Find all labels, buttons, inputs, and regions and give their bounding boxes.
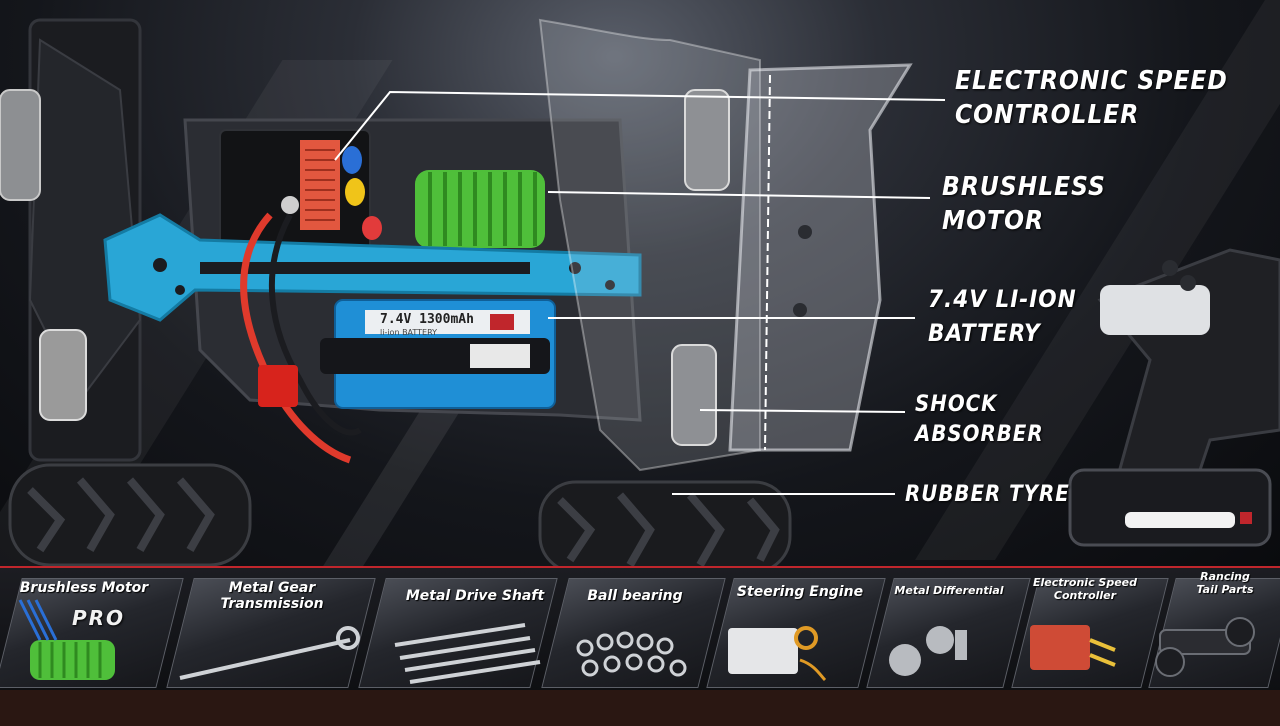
feature-label-tail-parts: Rancing Tail Parts [1196, 570, 1254, 596]
feature-label-steering-engine: Steering Engine [736, 584, 864, 600]
rubber-tyre [538, 480, 792, 568]
aluminum-frame [103, 213, 642, 322]
callout-lines [334, 90, 946, 495]
feature-label-brushless-motor: Brushless Motor [19, 580, 149, 596]
battery-type-text: li-ion BATTERY [380, 328, 438, 337]
callout-shock-line2: ABSORBER [915, 422, 1044, 447]
callout-tyre-line1: RUBBER TYRE [905, 482, 1070, 507]
rear-shock-upper [684, 89, 730, 191]
rear-wing [728, 63, 913, 452]
product-photo: 7.4V 1300mAh li-ion BATTERY ELECTRONIC S… [0, 0, 1280, 568]
feature-label-esc: Electronic Speed Controller [1032, 576, 1138, 602]
brushless-motor [415, 170, 545, 248]
tail-parts-icon [1155, 617, 1255, 677]
feature-label-gear-transmission: Metal Gear Transmission [220, 580, 324, 612]
esc-unit [219, 129, 382, 251]
drive-shaft-icon [394, 623, 541, 684]
callout-esc-line2: CONTROLLER [955, 100, 1140, 130]
battery-spec-text: 7.4V 1300mAh [380, 312, 474, 327]
feature-label-differential: Metal Differential [894, 584, 1004, 597]
car-illustration [0, 18, 1280, 568]
deans-connector [258, 365, 298, 407]
esc-icon [1030, 625, 1116, 670]
callout-tyre: RUBBER TYRE [905, 478, 1070, 512]
callout-battery-line1: 7.4V LI-ION [928, 285, 1077, 313]
differential-icon [889, 626, 967, 676]
left-tyre [8, 463, 252, 567]
pro-badge: PRO [72, 606, 126, 630]
callout-shock-line1: SHOCK [915, 392, 998, 417]
callout-esc-line1: ELECTRONIC SPEED [955, 66, 1228, 96]
callout-motor-line1: BRUSHLESS [942, 172, 1106, 202]
steering-servo-icon [728, 626, 827, 682]
feature-label-ball-bearing: Ball bearing [587, 588, 683, 604]
callout-battery-line2: BATTERY [928, 319, 1041, 347]
gear-transmission-icon [179, 626, 360, 680]
brushless-motor-icon [18, 599, 115, 680]
callout-motor-line2: MOTOR [942, 206, 1045, 236]
battery-pack [320, 299, 556, 409]
shock-absorber [671, 344, 717, 446]
radio-transmitter [1068, 248, 1280, 547]
table-surface [0, 690, 1280, 726]
callout-motor: BRUSHLESS MOTOR [942, 170, 1106, 238]
callout-battery: 7.4V LI-ION BATTERY [928, 282, 1077, 350]
feature-label-drive-shaft: Metal Drive Shaft [405, 588, 545, 604]
ball-bearing-icon [576, 631, 687, 677]
callout-shock: SHOCK ABSORBER [915, 390, 1044, 450]
left-suspension [0, 18, 142, 462]
callout-esc: ELECTRONIC SPEED CONTROLLER [955, 64, 1228, 132]
feature-icons [18, 599, 1255, 684]
